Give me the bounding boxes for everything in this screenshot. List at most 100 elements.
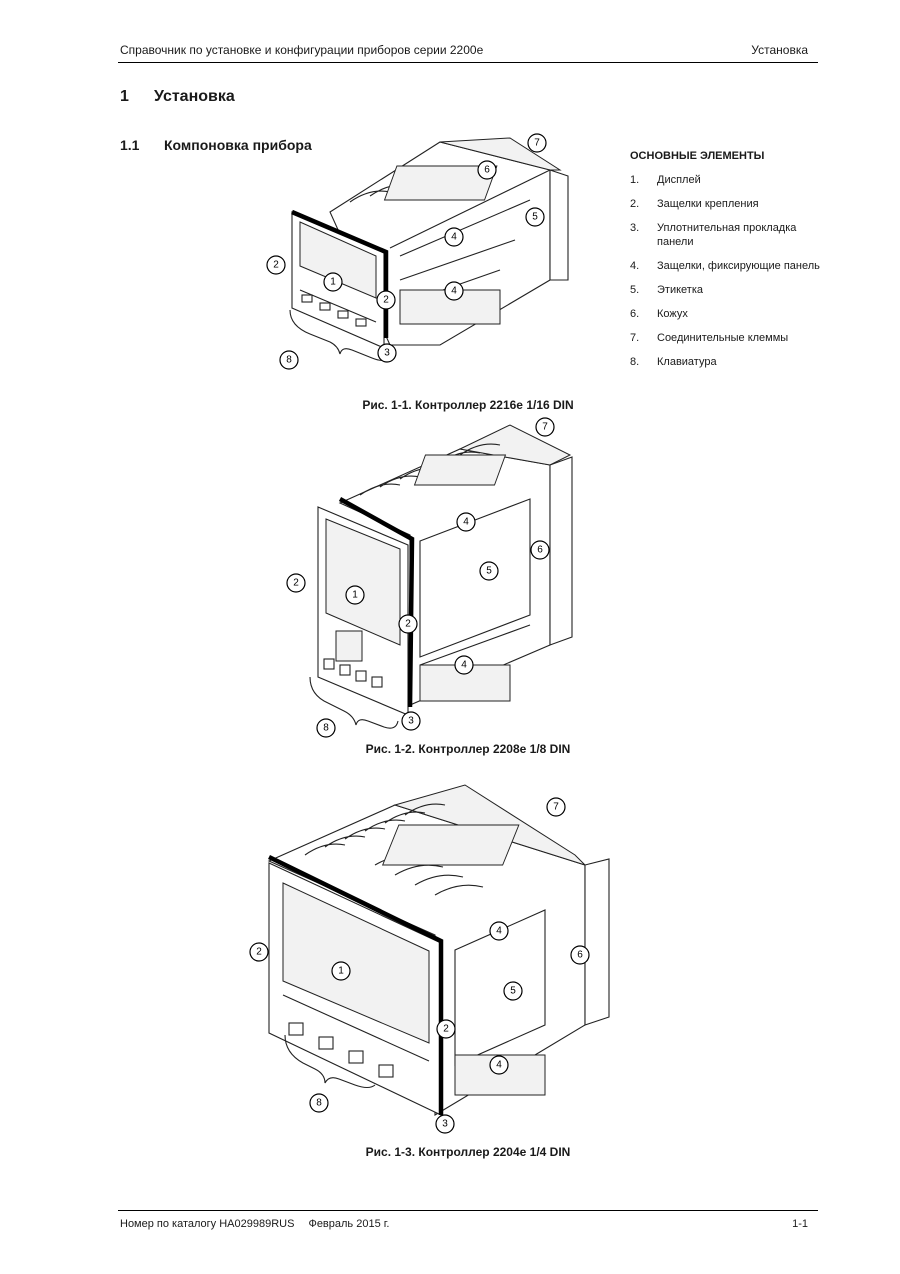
callout-7: 7 — [535, 417, 555, 437]
svg-text:3: 3 — [384, 348, 390, 359]
figure-controller-2204e: 1 2 2 3 4 4 5 6 7 8 — [249, 784, 610, 1134]
callout-8: 8 — [279, 350, 299, 370]
figure-caption-3: Рис. 1-3. Контроллер 2204е 1/4 DIN — [365, 1145, 571, 1159]
svg-text:2: 2 — [273, 260, 279, 271]
svg-text:3: 3 — [442, 1119, 448, 1130]
list-item-number: 1. — [630, 174, 640, 186]
list-item-number: 4. — [630, 260, 640, 272]
list-item-number: 5. — [630, 284, 640, 296]
footer-catalog-info: Номер по каталогу HA029989RUS Февраль 201… — [120, 1218, 389, 1230]
callout-1: 1 — [345, 585, 365, 605]
callout-1: 1 — [331, 961, 351, 981]
callout-3: 3 — [377, 343, 397, 363]
footer-catalog-number: Номер по каталогу HA029989RUS — [120, 1218, 295, 1230]
list-item: 5. Этикетка — [630, 283, 820, 297]
callout-5: 5 — [525, 207, 545, 227]
svg-text:4: 4 — [496, 1060, 502, 1071]
list-item-label: Защелки, фиксирующие панель — [657, 260, 820, 272]
svg-text:1: 1 — [330, 277, 336, 288]
svg-text:4: 4 — [496, 926, 502, 937]
svg-text:8: 8 — [286, 355, 292, 366]
svg-text:6: 6 — [577, 950, 583, 961]
svg-text:2: 2 — [383, 295, 389, 306]
svg-text:3: 3 — [408, 716, 414, 727]
svg-text:1: 1 — [338, 966, 344, 977]
list-item: 8. Клавиатура — [630, 355, 820, 369]
list-item-number: 3. — [630, 222, 640, 234]
callout-5: 5 — [479, 561, 499, 581]
callout-8: 8 — [316, 718, 336, 738]
svg-text:4: 4 — [461, 660, 467, 671]
callout-4: 4 — [456, 512, 476, 532]
figure-caption-2: Рис. 1-2. Контроллер 2208е 1/8 DIN — [365, 742, 571, 756]
svg-text:7: 7 — [534, 138, 540, 149]
callout-2: 2 — [286, 573, 306, 593]
page-number: 1-1 — [792, 1218, 808, 1230]
figure-caption-1: Рис. 1-1. Контроллер 2216е 1/16 DIN — [362, 398, 574, 412]
running-header-title: Справочник по установке и конфигурации п… — [120, 43, 484, 57]
svg-text:4: 4 — [451, 286, 457, 297]
list-item: 2. Защелки крепления — [630, 197, 820, 211]
svg-text:7: 7 — [553, 802, 559, 813]
svg-text:6: 6 — [537, 545, 543, 556]
figure-callouts: 1 2 2 3 4 4 5 6 7 8 — [249, 797, 590, 1134]
svg-text:8: 8 — [323, 723, 329, 734]
svg-text:8: 8 — [316, 1098, 322, 1109]
subsection-number: 1.1 — [120, 137, 140, 153]
section-heading: 1 Установка — [120, 88, 235, 106]
subsection-title: Компоновка прибора — [164, 137, 312, 153]
figure-controller-2216e: 1 2 2 3 4 4 5 6 7 8 — [266, 133, 569, 370]
main-elements-title: ОСНОВНЫЕ ЭЛЕМЕНТЫ — [630, 150, 765, 162]
svg-text:5: 5 — [486, 566, 492, 577]
main-elements-list: ОСНОВНЫЕ ЭЛЕМЕНТЫ 1. Дисплей 2. Защелки кр… — [630, 150, 820, 379]
list-item-number: 6. — [630, 308, 640, 320]
svg-text:2: 2 — [443, 1024, 449, 1035]
svg-text:5: 5 — [510, 986, 516, 997]
callout-2: 2 — [376, 290, 396, 310]
callout-1: 1 — [323, 272, 343, 292]
list-item-label: Дисплей — [657, 174, 701, 186]
list-item: 1. Дисплей — [630, 173, 820, 187]
callout-3: 3 — [401, 711, 421, 731]
svg-text:4: 4 — [451, 232, 457, 243]
svg-text:5: 5 — [532, 212, 538, 223]
section-number: 1 — [120, 88, 129, 105]
callout-4: 4 — [444, 227, 464, 247]
callout-7: 7 — [546, 797, 566, 817]
list-item-label: Защелки крепления — [657, 198, 759, 210]
list-item: 7. Соединительные клеммы — [630, 331, 820, 345]
figure-callouts: 1 2 2 3 4 4 5 6 7 8 — [266, 133, 547, 370]
list-item-label: Клавиатура — [657, 356, 717, 368]
list-item-number: 8. — [630, 356, 640, 368]
callout-5: 5 — [503, 981, 523, 1001]
callout-4: 4 — [489, 921, 509, 941]
callout-2: 2 — [266, 255, 286, 275]
callout-4: 4 — [489, 1055, 509, 1075]
callout-2: 2 — [436, 1019, 456, 1039]
running-header-section: Установка — [751, 43, 808, 57]
list-item-label: Соединительные клеммы — [657, 332, 789, 344]
svg-text:2: 2 — [293, 578, 299, 589]
section-title: Установка — [154, 88, 235, 105]
callout-2: 2 — [249, 942, 269, 962]
footer-rule — [118, 1210, 818, 1211]
figure-callouts: 1 2 2 3 4 4 5 6 7 8 — [286, 417, 555, 738]
callout-2: 2 — [398, 614, 418, 634]
list-item-number: 7. — [630, 332, 640, 344]
callout-3: 3 — [435, 1114, 455, 1134]
list-item-label: Уплотнительная прокладка панели — [657, 222, 797, 248]
list-item: 3. Уплотнительная прокладка панели — [630, 221, 820, 249]
callout-6: 6 — [477, 160, 497, 180]
footer-date: Февраль 2015 г. — [308, 1218, 390, 1230]
list-item: 6. Кожух — [630, 307, 820, 321]
list-item-label: Этикетка — [657, 284, 703, 296]
callout-4: 4 — [444, 281, 464, 301]
subsection-heading: 1.1 Компоновка прибора — [120, 137, 312, 153]
callout-6: 6 — [530, 540, 550, 560]
list-item-label: Кожух — [657, 308, 688, 320]
list-item: 4. Защелки, фиксирующие панель — [630, 259, 820, 273]
callout-4: 4 — [454, 655, 474, 675]
callout-8: 8 — [309, 1093, 329, 1113]
list-item-number: 2. — [630, 198, 640, 210]
callout-6: 6 — [570, 945, 590, 965]
